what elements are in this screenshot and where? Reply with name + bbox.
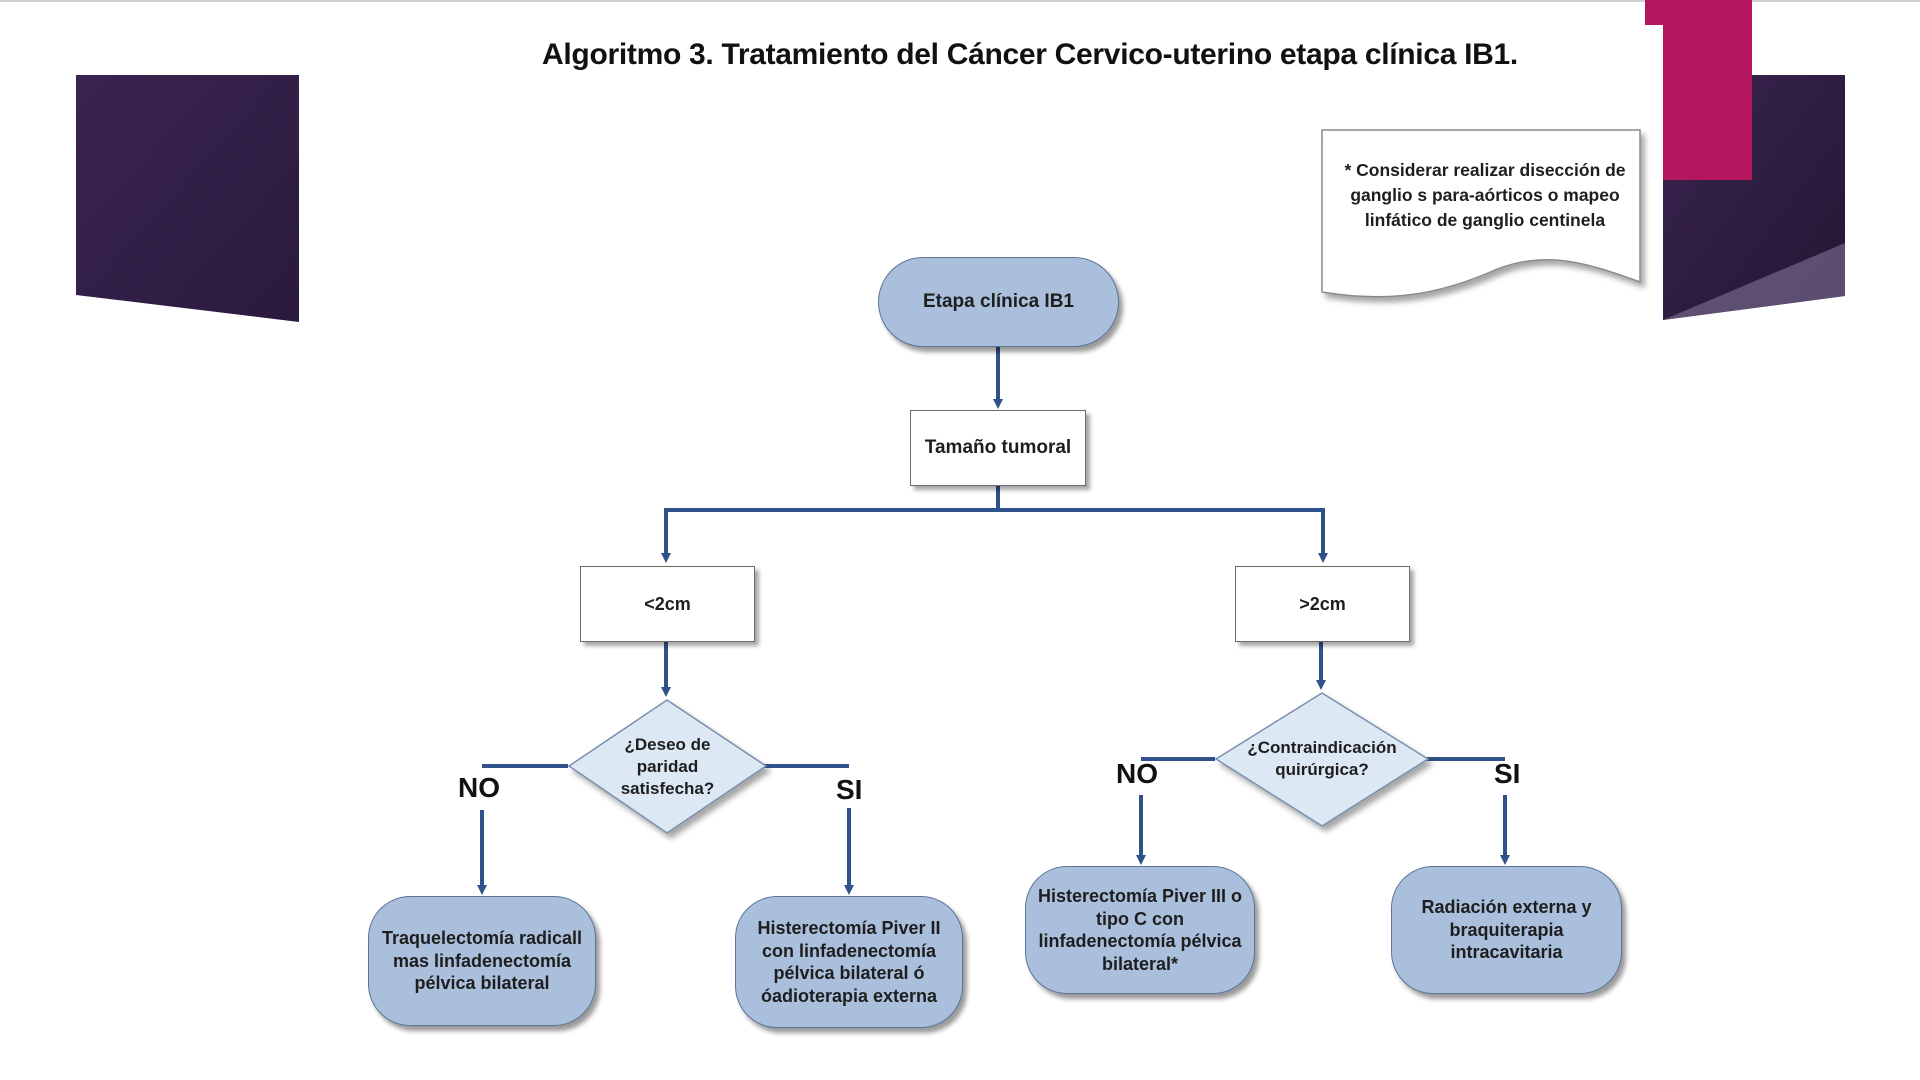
label-left-no: NO: [458, 772, 500, 803]
node-large-tumor: >2cm: [1235, 566, 1410, 642]
decision-diamond-left: [567, 699, 768, 834]
outcome-hysterectomy-piver-ii: Histerectomía Piver II con linfadenectom…: [735, 896, 963, 1028]
node-tumor-size: Tamaño tumoral: [910, 410, 1086, 486]
note-text: * Considerar realizar disección de gangl…: [1344, 160, 1626, 230]
node-small-tumor: <2cm: [580, 566, 755, 642]
node-start: Etapa clínica IB1: [878, 257, 1119, 347]
label-right-no: NO: [1116, 758, 1158, 789]
label-right-si: SI: [1494, 758, 1521, 789]
note-shape: [1321, 129, 1641, 298]
decision-diamond-right: [1214, 692, 1430, 827]
outcome-trachelectomy: Traquelectomía radicall mas linfadenecto…: [368, 896, 596, 1026]
outcome-radiation: Radiación externa y braquiterapia intrac…: [1391, 866, 1622, 994]
page-title: Algoritmo 3. Tratamiento del Cáncer Cerv…: [542, 38, 1518, 71]
question-right: ¿Contraindicación quirúrgica?: [1247, 737, 1397, 779]
label-left-si: SI: [836, 774, 863, 805]
left-purple-block: [76, 75, 299, 322]
question-left: ¿Deseo de paridad satisfecha?: [620, 734, 715, 799]
magenta-accent-block: [1645, 0, 1752, 180]
outcome-hysterectomy-piver-iii: Histerectomía Piver III o tipo C con lin…: [1025, 866, 1255, 994]
right-purple-facet: [1663, 243, 1845, 320]
